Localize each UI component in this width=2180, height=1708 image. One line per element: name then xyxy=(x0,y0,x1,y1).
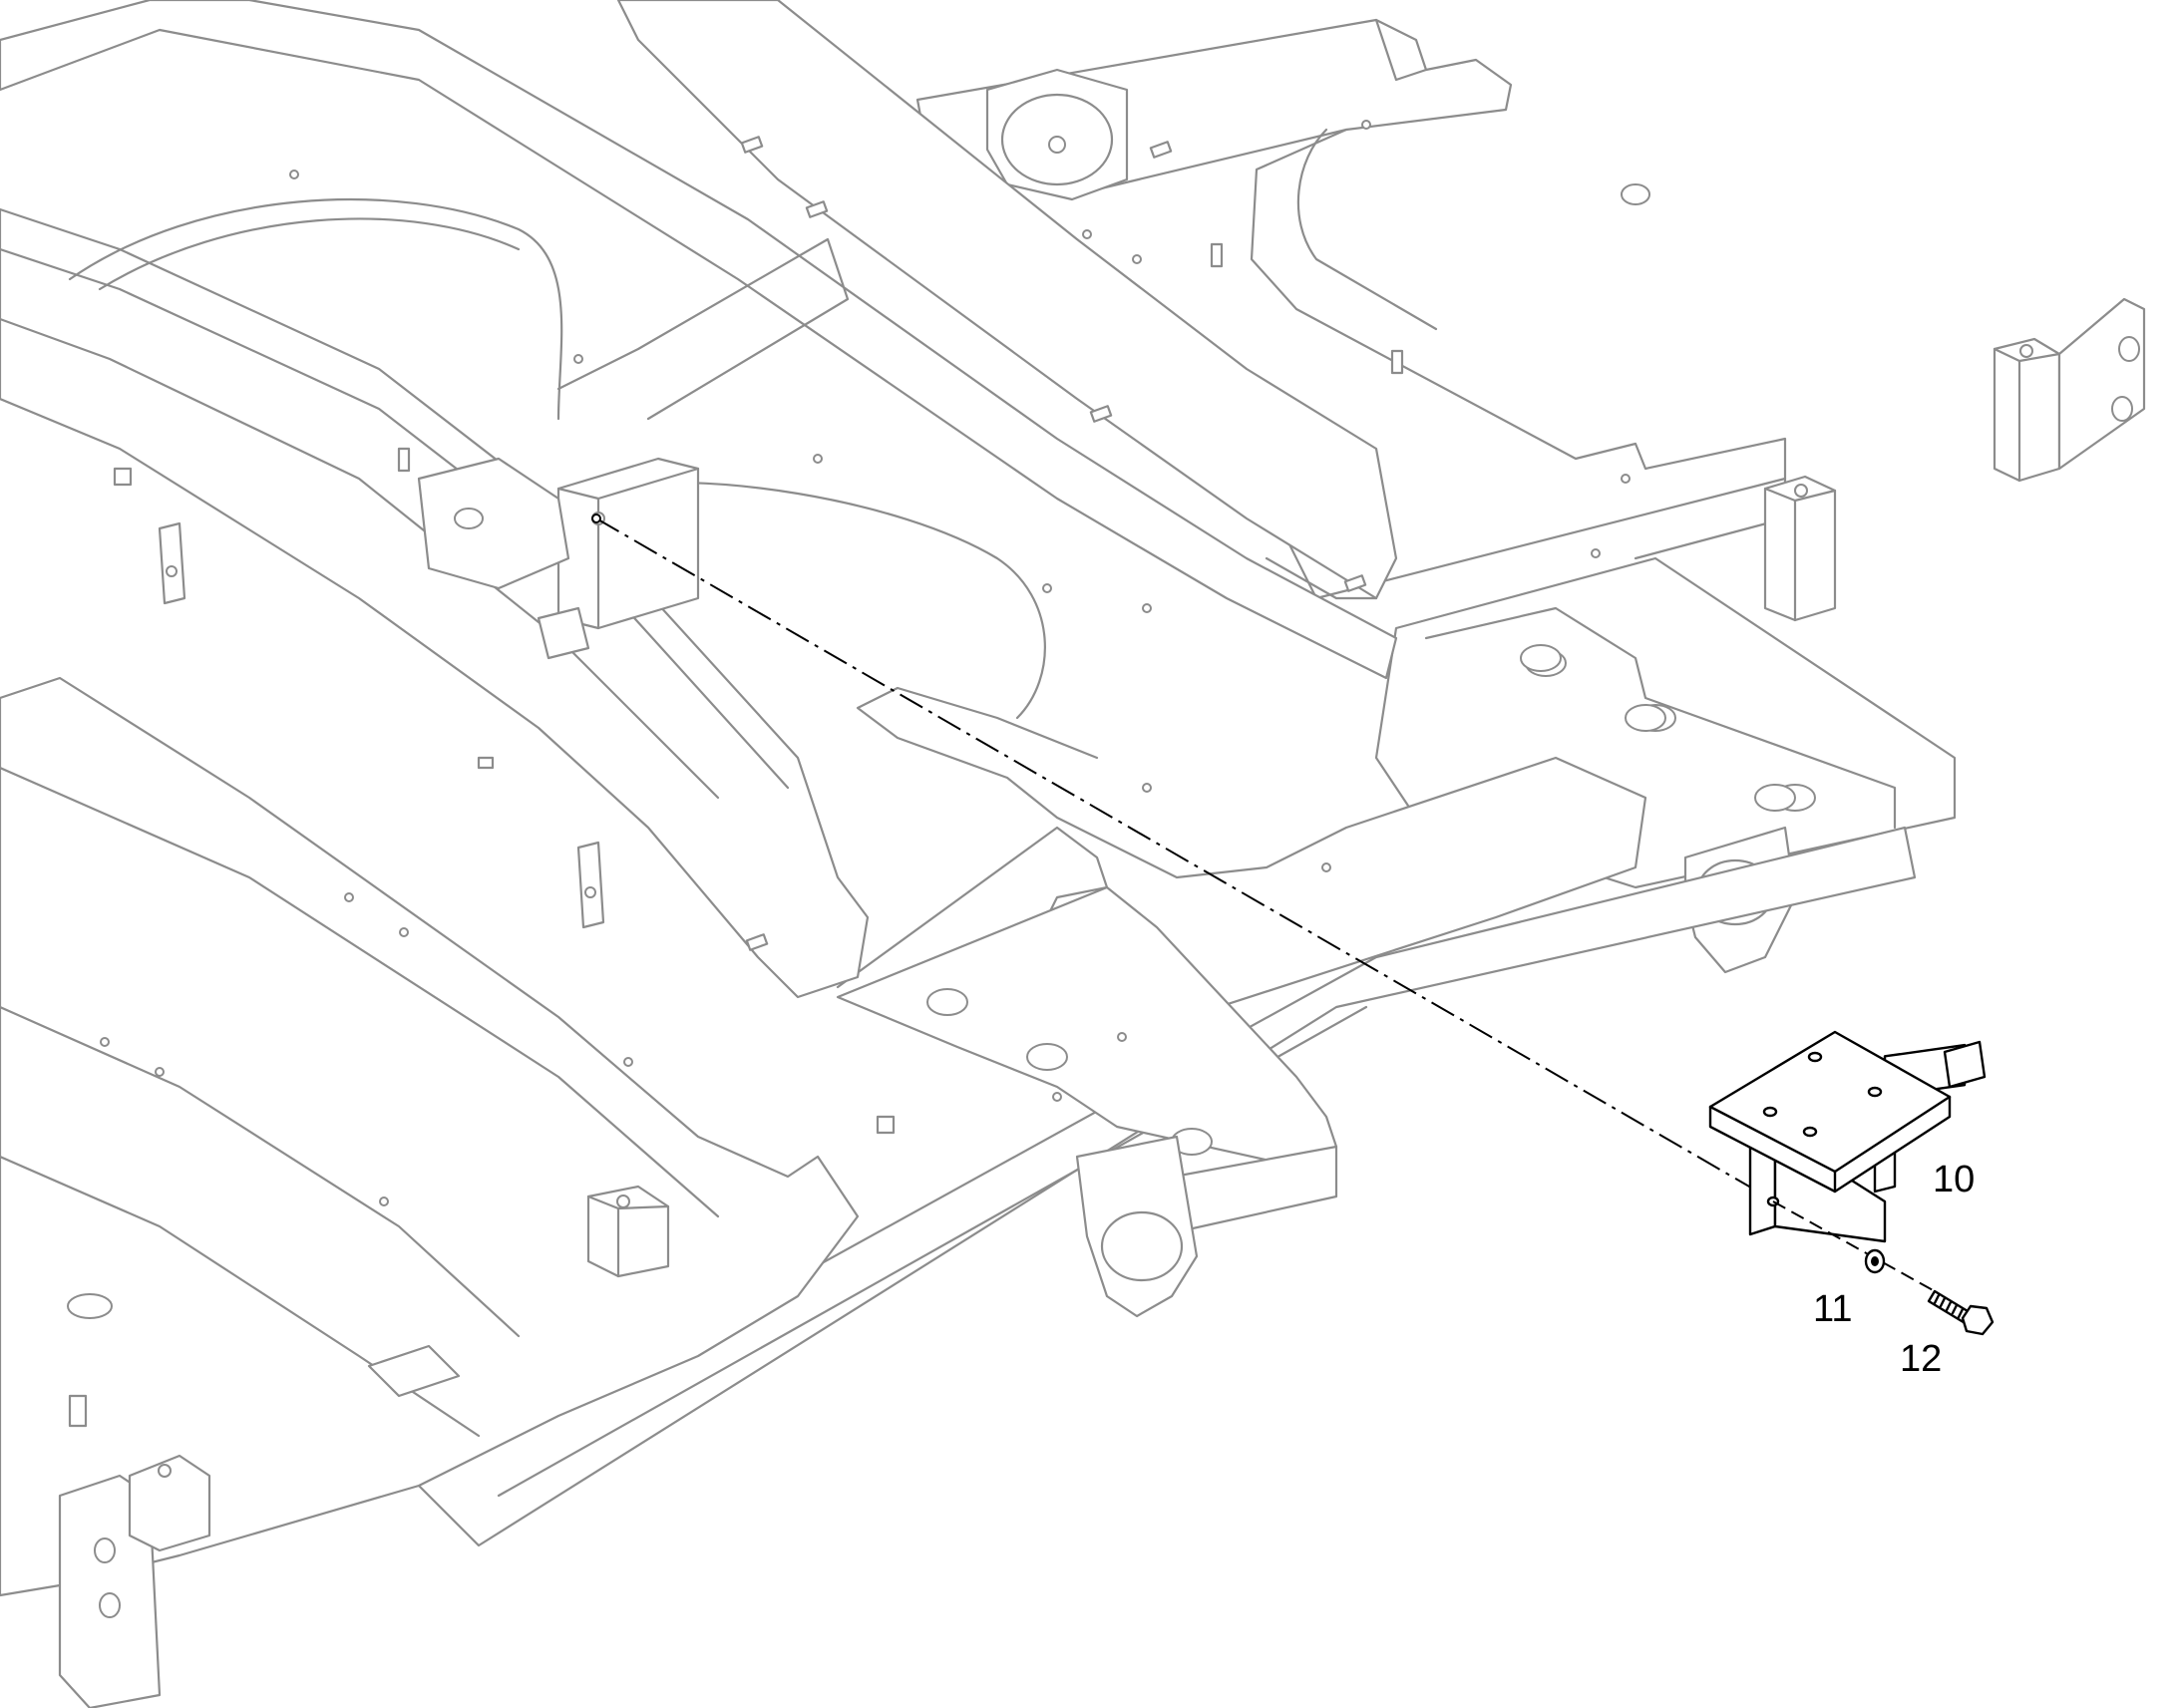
callout-12: 12 xyxy=(1900,1338,1942,1380)
assembly-leader-line xyxy=(595,517,1776,1202)
exploded-parts xyxy=(591,513,1995,1336)
callout-11: 11 xyxy=(1813,1288,1852,1330)
frame-studs xyxy=(68,136,1404,1428)
bolt[interactable] xyxy=(1927,1289,1995,1336)
fastener-leader-line xyxy=(1772,1200,1936,1292)
mount-point xyxy=(591,513,601,523)
callout-10: 10 xyxy=(1933,1159,1975,1200)
mounting-bracket[interactable] xyxy=(1708,1030,1987,1243)
frame-holes xyxy=(67,120,1796,1319)
washer[interactable] xyxy=(1864,1248,1886,1274)
callout-labels: 10 11 12 xyxy=(1813,1159,1975,1380)
